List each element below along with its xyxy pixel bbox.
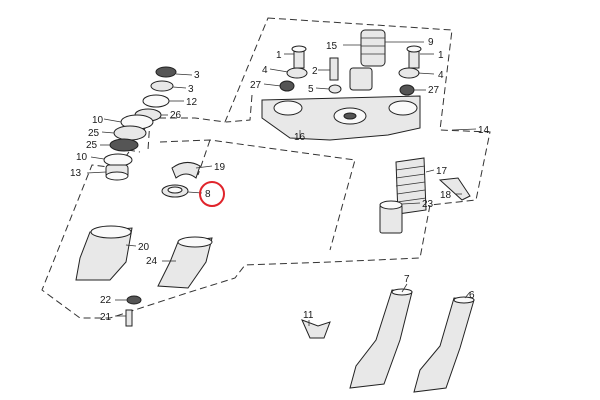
fork-spring-assembly	[379, 157, 471, 234]
part-label-1-left: 1	[276, 50, 282, 61]
highlight-ring	[199, 181, 225, 207]
part-label-27-left: 27	[250, 80, 262, 91]
part-label-8: 8	[205, 189, 211, 200]
bolt-1-right	[408, 49, 420, 69]
part-label-3: 3	[188, 84, 194, 95]
part-label-26: 26	[170, 110, 182, 121]
cap-27-right	[399, 84, 415, 96]
part-label-19: 19	[214, 162, 226, 173]
part-label-7: 7	[404, 274, 410, 285]
part-label-14: 14	[478, 125, 490, 136]
clip-19	[171, 162, 201, 179]
upper-bracket-parts	[279, 29, 422, 96]
part-label-22: 22	[100, 295, 112, 306]
outer-fork-tubes	[75, 225, 213, 289]
part-label-25-top: 25	[88, 128, 100, 139]
stem-collar-9	[349, 67, 373, 91]
leader-lines	[86, 41, 477, 326]
part-label-3-top: 3	[194, 70, 200, 81]
part-label-10-top: 10	[92, 115, 104, 126]
part-label-9: 9	[428, 37, 434, 48]
part-label-1-right: 1	[438, 50, 444, 61]
washer-4-right	[398, 67, 420, 79]
seal-parts	[161, 162, 201, 198]
bolt-21	[125, 309, 133, 327]
part-label-16: 16	[294, 132, 306, 143]
part-label-23: 23	[422, 199, 434, 210]
steering-bearing-stack	[103, 66, 177, 181]
part-label-12: 12	[186, 97, 198, 108]
upper-bracket-16	[261, 95, 421, 141]
stem-bolt-2	[329, 57, 339, 81]
fork-leg-6	[413, 297, 475, 393]
steering-stem-nut-15	[360, 29, 386, 67]
small-hardware	[125, 295, 331, 339]
part-label-21: 21	[100, 312, 112, 323]
part-label-6: 6	[469, 290, 475, 301]
part-label-5: 5	[308, 84, 314, 95]
nut-5	[328, 84, 342, 94]
bolt-head-right	[406, 45, 422, 53]
part-label-24: 24	[146, 256, 158, 267]
fork-leg-7	[349, 289, 413, 389]
cap-27-left	[279, 80, 295, 92]
part-label-11: 11	[303, 310, 314, 321]
outer-tube-24	[157, 237, 213, 289]
bolt-18	[438, 177, 471, 201]
part-label-15: 15	[326, 41, 338, 52]
washer-4-left	[286, 67, 308, 79]
part-label-4-left: 4	[262, 65, 268, 76]
part-label-18: 18	[440, 190, 452, 201]
part-label-10: 10	[76, 152, 88, 163]
washer-22	[126, 295, 142, 305]
part-label-2: 2	[312, 66, 318, 77]
part-number-labels: 1 15 9 1 2 4 4 27 5 27 3 3 12 26 10 25 1…	[70, 37, 490, 323]
part-label-4-right: 4	[438, 70, 444, 81]
part-label-20: 20	[138, 242, 150, 253]
part-label-27-right: 27	[428, 85, 440, 96]
bolt-head-left	[291, 45, 307, 53]
fork-legs	[349, 288, 475, 393]
part-label-17: 17	[436, 166, 448, 177]
bolt-1-left	[293, 49, 305, 69]
clip-11	[301, 319, 331, 339]
outer-tube-20	[75, 227, 133, 281]
part-label-25: 25	[86, 140, 98, 151]
part-label-13: 13	[70, 168, 82, 179]
